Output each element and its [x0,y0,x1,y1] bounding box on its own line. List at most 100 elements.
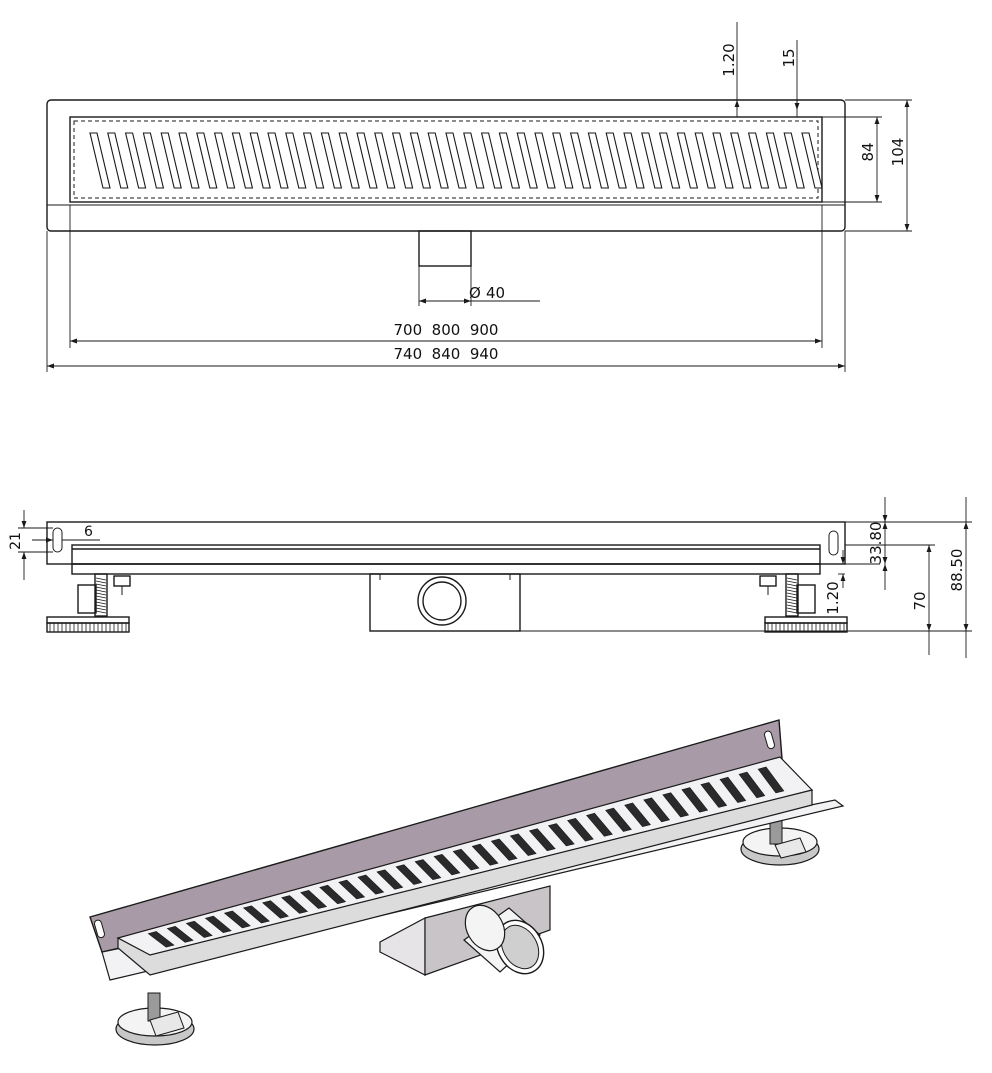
grate-slot [320,132,343,189]
dim-edge-label: 15 [780,48,798,67]
iso-grate-slot [509,833,537,856]
grate-slot [409,132,432,189]
back-wall [46,521,846,565]
grate-slot [534,132,556,189]
iso-grate-slot [262,900,289,919]
iso-grate-slot [185,920,213,938]
dim-lip-side-label: 1.20 [824,581,842,614]
iso-grate-slot [490,838,518,861]
iso-grate-slot [223,910,251,929]
iso-grate-slot [242,905,270,924]
iso-grate-slot [471,843,499,866]
adjustable-foot-right [759,573,848,633]
grate-slot [391,132,414,189]
iso-grate-slot [319,884,347,905]
grate-slot [374,132,396,189]
grate-slot [694,132,716,189]
grate-slot [142,132,165,189]
grate-slot [765,132,788,189]
iso-grate-slot [700,782,728,808]
top-view: 1.20 15 84 104 Ø 40 700 800 900 740 840 … [46,22,912,372]
grate-slot [730,132,752,189]
grate-slot [676,132,699,189]
grate-slot [231,132,254,189]
iso-outlet-pipe [463,904,545,975]
iso-grate-slot [643,797,671,823]
iso-grate-slot [395,864,423,885]
grate-slot [605,132,627,189]
iso-grate-slot [528,828,556,852]
iso-grate-slot [605,807,632,832]
mounting-slot-left [52,527,63,553]
grate-slot [178,132,200,189]
grate-slot [641,132,663,189]
grate-slot [712,132,734,189]
iso-grate-slot [452,848,480,871]
grate-slot [89,132,111,189]
iso-grate-slot [757,766,785,794]
dim-total-height-label: 88.50 [948,549,966,592]
grate-slot [196,132,218,189]
drain-outlet [417,576,467,626]
grate-slot [124,132,147,189]
grate-slot [249,132,271,189]
iso-grate-slot [738,771,766,799]
grate-slot [658,132,681,189]
outlet-pipe [418,230,472,267]
dim-body-height-label: 70 [911,591,929,610]
dim-inner-lengths-label: 700 800 900 [394,321,499,339]
iso-grate-slot [338,879,366,900]
grate-slot [267,132,289,189]
grate-inner-edge [73,120,819,199]
dim-flange-label: 33.80 [867,522,885,565]
iso-slot-left [93,919,105,939]
iso-grate-slot [300,890,328,909]
iso-slot-right [763,730,775,750]
grate-slot [107,132,129,189]
grate-slots [89,132,823,189]
dim-slot-height-label: 21 [8,532,24,550]
grate-slot [569,132,592,189]
drain-box [369,573,521,632]
grate-slot [480,132,503,189]
iso-grate-slot [281,895,309,914]
grate-slot [302,132,325,189]
grate-slot [445,132,467,189]
isometric-view [89,719,845,1046]
iso-foot-right [740,819,820,866]
iso-grate-slot [681,787,709,813]
grate-slot [801,132,823,189]
grate-slot [356,132,378,189]
grate-slot [587,132,610,189]
grate-slot [498,132,521,189]
iso-grate-slot [662,792,690,818]
grate-slot [427,132,449,189]
channel-body [71,563,821,575]
iso-grate-slot [433,854,461,876]
grate-slot [783,132,805,189]
dim-outer-lengths-label: 740 840 940 [394,345,499,363]
adjustable-foot-left [46,573,131,633]
grate-slot [747,132,770,189]
iso-grate-slot [567,818,594,842]
grate-slot [516,132,538,189]
dim-inner-height-label: 84 [859,142,877,161]
grate-slot [160,132,182,189]
side-view: 21 6 33.80 1.20 70 88.50 [8,497,972,658]
mounting-slot-right [828,530,839,556]
grate-slot [463,132,485,189]
dim-lip-label: 1.20 [720,43,738,76]
iso-grate-slot [624,802,651,828]
dim-pipe-label: 40 [486,284,505,302]
iso-grate-slot [147,931,175,948]
iso-grate-slot [376,869,404,890]
iso-foot-left [115,992,195,1046]
dim-slot-offset-label: 6 [84,524,93,540]
iso-grate-slot [586,812,613,837]
grate-slot [338,132,360,189]
iso-drain-box-side [379,917,426,976]
iso-grate-slots [147,766,785,948]
grate-slot [552,132,574,189]
iso-grate-slot [357,874,385,895]
